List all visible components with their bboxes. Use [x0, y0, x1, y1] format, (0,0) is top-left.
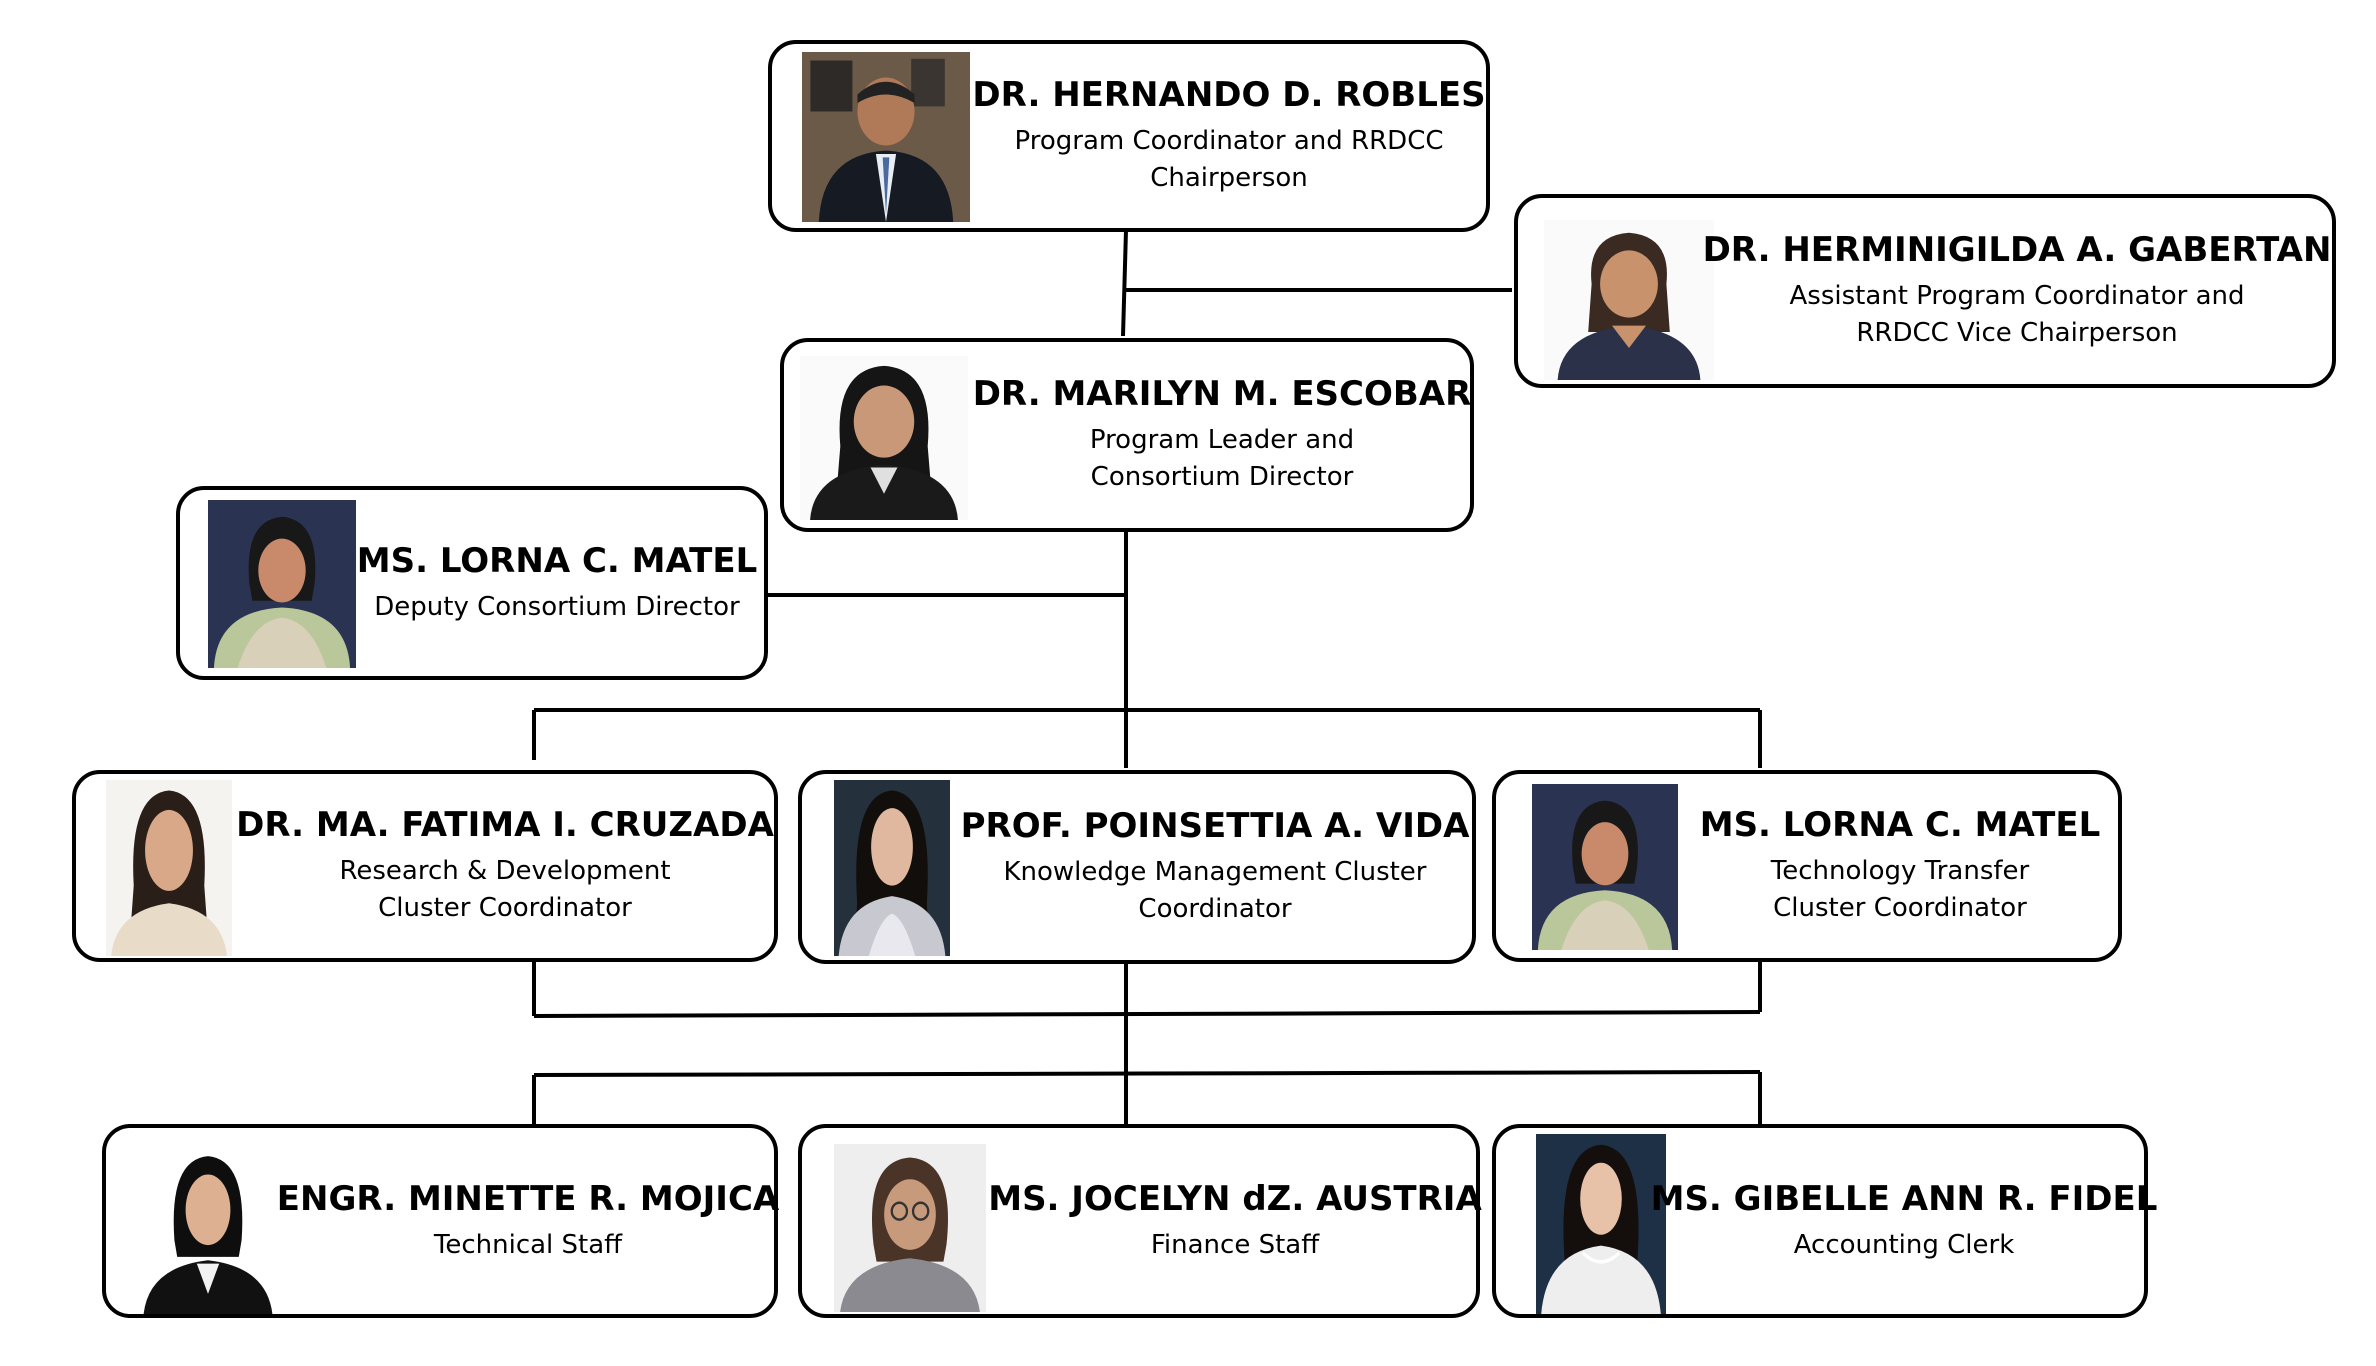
woman-in-white-gown-photo	[1536, 1134, 1666, 1314]
person-name: MS. LORNA C. MATEL	[1699, 805, 2101, 845]
person-card-robles: DR. HERNANDO D. ROBLES Program Coordinat…	[768, 40, 1490, 232]
person-role: Technical Staff	[433, 1229, 623, 1260]
woman-in-blazer-photo	[138, 1146, 278, 1314]
person-role: Accounting Clerk	[1793, 1229, 2015, 1260]
person-name: DR. HERMINIGILDA A. GABERTAN	[1702, 230, 2332, 270]
person-card-matel-deputy: MS. LORNA C. MATEL Deputy Consortium Dir…	[176, 486, 768, 680]
person-name: MS. GIBELLE ANN R. FIDEL	[1650, 1178, 2158, 1219]
woman-portrait-photo	[106, 780, 232, 956]
connector-line	[533, 1070, 1761, 1077]
person-name: PROF. POINSETTIA A. VIDA	[960, 806, 1470, 846]
person-role: Finance Staff	[1150, 1229, 1320, 1260]
person-card-mojica: ENGR. MINETTE R. MOJICA Technical Staff	[102, 1124, 780, 1318]
man-in-suit-photo	[802, 52, 970, 222]
person-name: DR. HERNANDO D. ROBLES	[972, 75, 1486, 115]
woman-portrait-photo	[1544, 220, 1714, 380]
connector-line	[533, 1010, 1761, 1018]
person-name: DR. MA. FATIMA I. CRUZADA	[236, 805, 774, 845]
person-card-fidel: MS. GIBELLE ANN R. FIDEL Accounting Cler…	[1492, 1124, 2157, 1318]
person-card-vida: PROF. POINSETTIA A. VIDA Knowledge Manag…	[798, 770, 1476, 964]
woman-in-blazer-photo	[800, 356, 968, 520]
person-card-austria: MS. JOCELYN dZ. AUSTRIA Finance Staff	[798, 1124, 1482, 1318]
woman-portrait-photo	[834, 780, 950, 956]
person-name: ENGR. MINETTE R. MOJICA	[276, 1178, 780, 1219]
person-role: Deputy Consortium Director	[374, 591, 740, 622]
person-name: DR. MARILYN M. ESCOBAR	[972, 374, 1472, 414]
connector-line	[1121, 229, 1128, 337]
woman-in-filipiniana-photo	[1532, 784, 1678, 950]
woman-with-glasses-photo	[834, 1144, 986, 1312]
person-card-escobar: DR. MARILYN M. ESCOBAR Program Leader an…	[780, 338, 1474, 532]
woman-in-filipiniana-photo	[208, 500, 356, 668]
person-card-gabertan: DR. HERMINIGILDA A. GABERTAN Assistant P…	[1514, 194, 2336, 388]
person-card-cruzada: DR. MA. FATIMA I. CRUZADA Research & Dev…	[72, 770, 778, 962]
person-name: MS. LORNA C. MATEL	[356, 540, 758, 581]
person-name: MS. JOCELYN dZ. AUSTRIA	[988, 1178, 1482, 1219]
